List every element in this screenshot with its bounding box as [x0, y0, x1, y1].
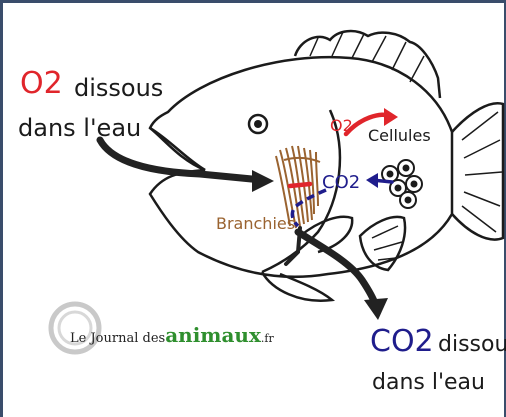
cells-label: Cellules — [368, 126, 431, 145]
cells-cluster — [382, 160, 422, 208]
watermark-prefix: Le Journal des — [70, 331, 165, 346]
o2-in-text-line2: dans l'eau — [18, 114, 141, 142]
o2-small-label: O2 — [330, 116, 353, 135]
fish-mouth — [150, 128, 205, 170]
co2-small-label: CO2 — [322, 172, 360, 193]
o2-red-arrow — [290, 184, 310, 186]
gills-label: Branchies — [216, 214, 295, 233]
co2-out-text-line1: dissous — [438, 332, 506, 357]
watermark-brand: animaux — [165, 323, 261, 347]
watermark: Le Journal desanimaux.fr — [70, 323, 274, 347]
fish-pupil — [254, 120, 262, 128]
o2-in-text-line1: dissous — [74, 74, 163, 102]
co2-out-formula: CO2 — [370, 324, 434, 359]
co2-out-text-line2: dans l'eau — [372, 370, 485, 395]
o2-in-arrow — [100, 140, 262, 180]
o2-in-formula: O2 — [20, 66, 63, 101]
tail-fin — [452, 103, 503, 239]
watermark-tld: .fr — [261, 332, 274, 345]
